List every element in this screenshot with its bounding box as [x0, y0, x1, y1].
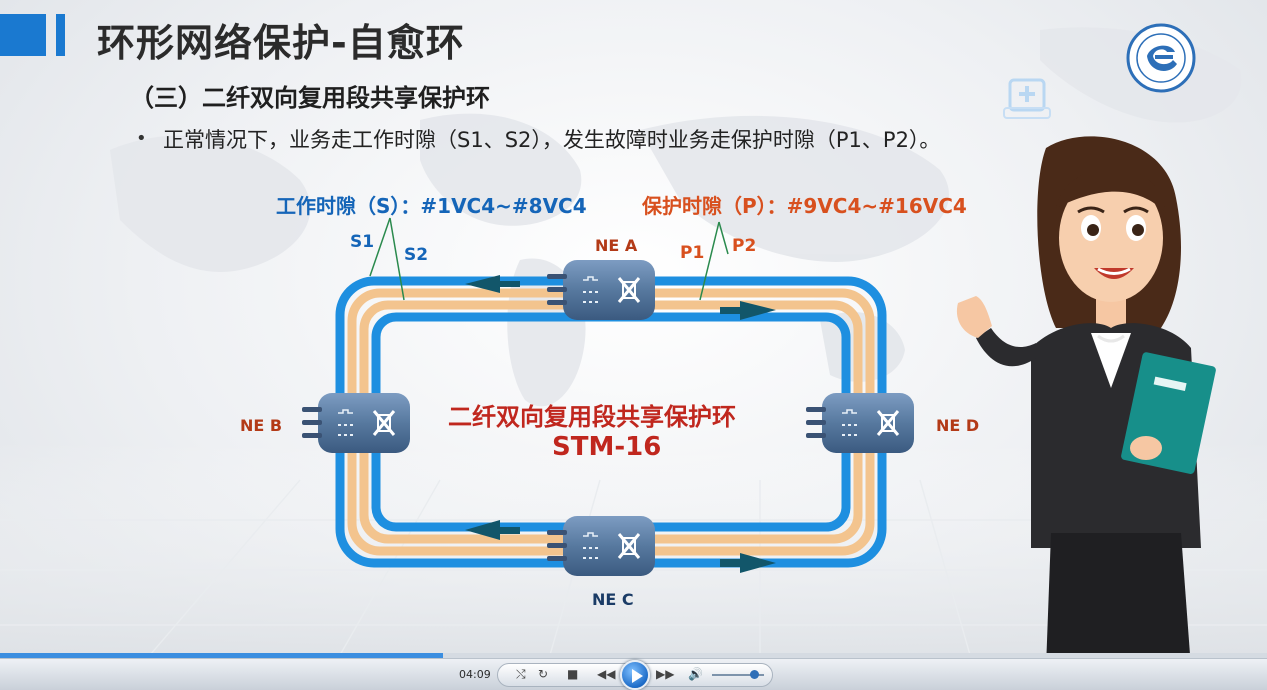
- ring-title: 二纤双向复用段共享保护环: [448, 403, 736, 431]
- ne-d-device: [804, 391, 916, 455]
- p1-label: P1: [680, 243, 705, 263]
- stop-icon[interactable]: ■: [567, 667, 579, 681]
- arrow-top-right: [720, 301, 776, 320]
- slide-subtitle: （三）二纤双向复用段共享保护环: [130, 84, 490, 112]
- ne-b-label: NE B: [240, 416, 283, 435]
- presenter-illustration: [956, 136, 1216, 690]
- ne-d-label: NE D: [936, 416, 980, 435]
- video-controls: 04:09 ⤭ ↻ ■ ◀◀ ▶▶ 🔊: [0, 658, 1267, 690]
- p2-label: P2: [732, 236, 757, 256]
- work-timeslot-label: 工作时隙（S）：#1VC4~#8VC4: [276, 194, 587, 218]
- elapsed-time: 04:09: [459, 668, 491, 681]
- ne-b-device: [300, 391, 412, 455]
- title-accent-block: [0, 14, 46, 56]
- arrow-bottom-left: [465, 520, 520, 540]
- protect-timeslot-label: 保护时隙（P）：#9VC4~#16VC4: [642, 194, 967, 218]
- repeat-icon[interactable]: ↻: [538, 667, 549, 681]
- play-button[interactable]: [620, 660, 650, 690]
- medical-board-icon: [1003, 78, 1051, 119]
- arrow-top-left: [465, 275, 520, 293]
- bullet-dot: •: [136, 128, 147, 149]
- title-accent-bar: [56, 14, 65, 56]
- ring-rate: STM-16: [552, 432, 662, 462]
- video-progress-bar[interactable]: [0, 653, 1267, 658]
- ne-a-device: [545, 258, 657, 322]
- video-progress-fill: [0, 653, 444, 658]
- fast-forward-icon[interactable]: ▶▶: [656, 667, 675, 681]
- bullet-text: 正常情况下，业务走工作时隙（S1、S2），发生故障时业务走保护时隙（P1、P2）…: [163, 128, 941, 152]
- ne-c-label: NE C: [592, 590, 634, 609]
- volume-slider[interactable]: [712, 674, 764, 676]
- play-icon: [632, 669, 643, 683]
- s1-label: S1: [350, 232, 375, 252]
- ne-a-label: NE A: [595, 236, 638, 255]
- rewind-icon[interactable]: ◀◀: [597, 667, 616, 681]
- school-logo: [1126, 23, 1196, 93]
- shuffle-icon[interactable]: ⤭: [516, 667, 526, 681]
- slide-title: 环形网络保护-自愈环: [97, 21, 465, 65]
- volume-knob[interactable]: [750, 670, 760, 679]
- volume-icon[interactable]: 🔊: [688, 667, 703, 681]
- s2-label: S2: [404, 245, 429, 265]
- ne-c-device: [545, 514, 657, 578]
- arrow-bottom-right: [720, 553, 776, 573]
